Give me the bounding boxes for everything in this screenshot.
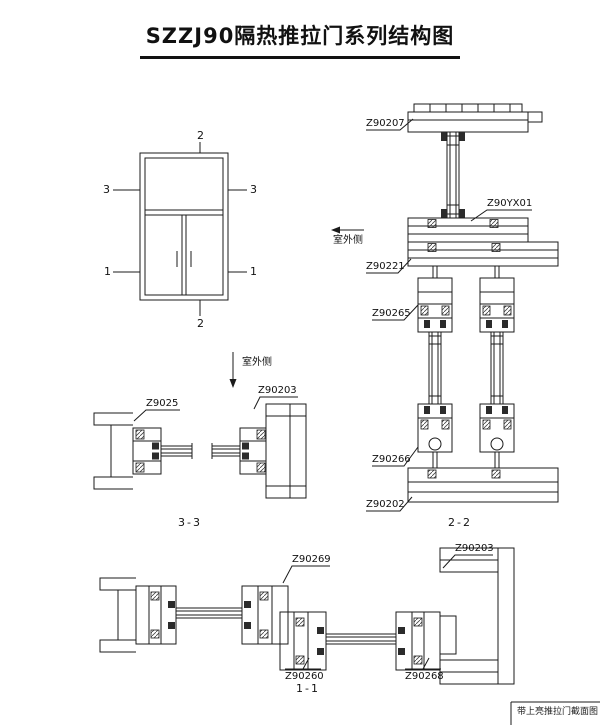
title-row: SZZJ90隔热推拉门系列结构图 [0,20,600,59]
outdoor-arrow-left-icon [331,226,340,234]
title-block-corner [510,701,600,725]
part-label-z90260: Z90260 [285,671,324,682]
part-label-z90yx01: Z90YX01 [487,198,533,209]
section-2-2-linework [331,103,559,512]
section-mark-3-right: 3 [250,183,257,196]
section-mark-1-left: 1 [104,265,111,278]
section-caption-1-1: 1-1 [296,682,320,695]
part-label-z90269: Z90269 [292,554,331,565]
elevation-linework [113,142,247,316]
outdoor-side-label-33: 室外侧 [242,357,272,368]
section-mark-1-right: 1 [250,265,257,278]
section-mark-2-bottom: 2 [197,317,204,330]
footer-note: 带上亮推拉门截面图 [517,707,599,717]
part-label-z9025: Z9025 [146,398,179,409]
part-label-z90202: Z90202 [366,499,405,510]
part-label-z90266: Z90266 [372,454,411,465]
part-label-z90203-11: Z90203 [455,543,494,554]
section-caption-3-3: 3-3 [178,516,202,529]
part-label-z90221: Z90221 [366,261,405,272]
section-3-3-linework [93,352,307,499]
part-label-z90265: Z90265 [372,308,411,319]
section-caption-2-2: 2-2 [448,516,472,529]
outdoor-arrow-down-icon [229,379,237,388]
part-label-z90268: Z90268 [405,671,444,682]
part-label-z90203-33: Z90203 [258,385,297,396]
section-mark-3-left: 3 [103,183,110,196]
part-label-z90207: Z90207 [366,118,405,129]
section-mark-2-top: 2 [197,129,204,142]
outdoor-side-label-22: 室外侧 [333,235,363,246]
page-title: SZZJ90隔热推拉门系列结构图 [139,20,461,59]
section-1-1-linework [99,547,515,685]
